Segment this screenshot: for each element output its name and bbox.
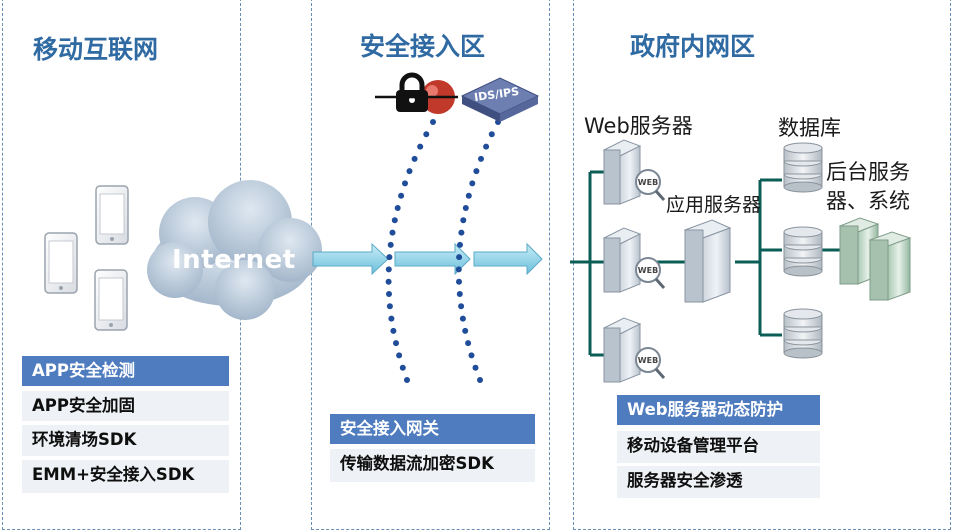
access-zone-title: 安全接入区 (360, 27, 485, 63)
web-server-icon: WEB (604, 140, 664, 204)
web-servers-label: Web服务器 (584, 113, 693, 139)
phone-icon (95, 270, 127, 330)
env-cleanup-sdk-item: 环境清场SDK (22, 425, 229, 456)
database-icon (784, 227, 822, 276)
svg-text:WEB: WEB (638, 178, 658, 187)
web-server-icon: WEB (604, 318, 664, 382)
server-pentest-item: 服务器安全渗透 (617, 466, 820, 498)
svg-text:WEB: WEB (638, 356, 658, 365)
gov-zone-title: 政府内网区 (630, 27, 755, 63)
database-icon (784, 309, 822, 358)
app-server-icon (685, 220, 730, 302)
secure-access-gateway-item: 安全接入网关 (330, 414, 535, 444)
web-server-icon: WEB (604, 228, 664, 292)
app-server-label: 应用服务器 (666, 192, 761, 218)
database-label: 数据库 (778, 115, 841, 141)
svg-text:WEB: WEB (638, 266, 658, 275)
database-icon (784, 143, 822, 192)
data-flow-arrows (313, 244, 542, 274)
phone-icon (45, 233, 77, 293)
backend-label: 后台服务器、系统 (826, 158, 931, 216)
transmission-encryption-sdk-item: 传输数据流加密SDK (330, 449, 535, 482)
app-hardening-item: APP安全加固 (22, 391, 229, 421)
internet-label: Internet (172, 245, 296, 275)
mdm-platform-item: 移动设备管理平台 (617, 431, 820, 463)
app-security-detection-item: APP安全检测 (22, 356, 229, 386)
gateway-firewall-icon (375, 75, 458, 114)
phone-icon (96, 186, 128, 244)
web-dynamic-protection-item: Web服务器动态防护 (617, 395, 820, 425)
backend-servers-icon (840, 218, 910, 300)
mobile-zone-title: 移动互联网 (33, 30, 158, 66)
dotted-connection-lines (386, 119, 501, 383)
emm-access-sdk-item: EMM+安全接入SDK (22, 460, 229, 493)
